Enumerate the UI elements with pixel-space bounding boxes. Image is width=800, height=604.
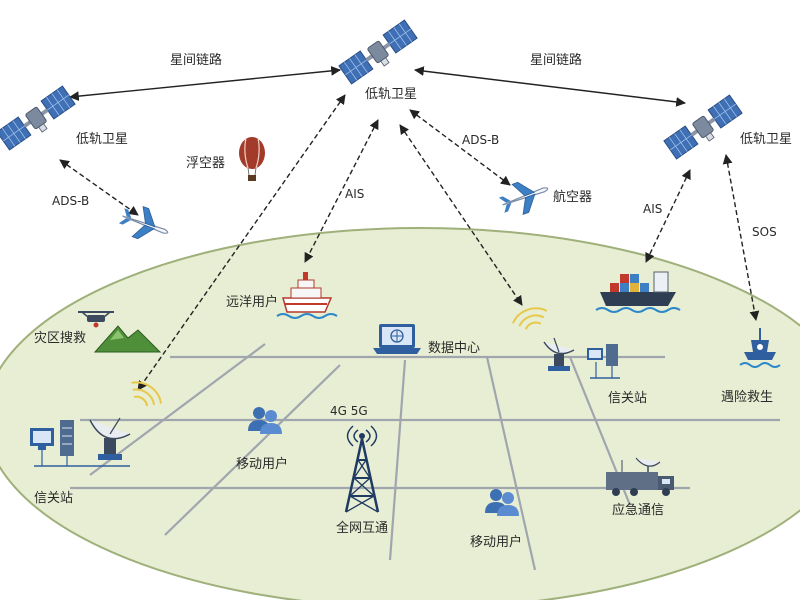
balloon-icon: [239, 137, 265, 181]
sat-gateway-right-link: [399, 124, 523, 306]
disaster-rescue-label: 灾区搜救: [34, 331, 87, 346]
satellite-right-icon: [663, 94, 745, 163]
ais-center-link: [304, 119, 379, 263]
ais-right-link: [645, 169, 691, 263]
network-4g5g-label: 4G 5G: [330, 404, 368, 418]
communication-links: [59, 66, 760, 391]
mobile-user-2-label: 移动用户: [470, 535, 523, 550]
distress-buoy-icon: [739, 328, 781, 368]
ads-b-left-label: ADS-B: [52, 194, 90, 208]
gateway-right-label: 信关站: [608, 391, 648, 406]
data-center-label: 数据中心: [428, 341, 481, 356]
leo-sat-left-label: 低轨卫星: [76, 132, 129, 147]
distress-rescue-label: 遇险救生: [721, 390, 774, 405]
leo-sat-center-label: 低轨卫星: [365, 87, 418, 102]
ais-center-label: AIS: [345, 187, 365, 201]
aircraft-label: 航空器: [553, 190, 593, 205]
aircraft-left-icon: [115, 200, 174, 249]
gateway-left-label: 信关站: [34, 491, 74, 506]
full-network-label: 全网互通: [336, 521, 389, 536]
balloon-label: 浮空器: [186, 156, 226, 171]
satellite-left-icon: [0, 85, 78, 154]
ais-right-label: AIS: [643, 202, 663, 216]
ads-b-right-link: [409, 109, 511, 186]
sos-label: SOS: [752, 225, 777, 239]
inter-sat-link-right-label: 星间链路: [530, 53, 583, 68]
emergency-vehicle-icon: [606, 457, 674, 496]
cargo-ship-icon: [595, 271, 681, 313]
inter-sat-link-left-arrow: [69, 66, 341, 101]
ocean-user-label: 远洋用户: [226, 295, 279, 310]
cell-tower-icon: [344, 425, 380, 513]
gateway-left-icon: [30, 375, 167, 467]
leo-sat-right-label: 低轨卫星: [740, 132, 793, 147]
emergency-comm-label: 应急通信: [612, 503, 665, 518]
sat-gateway-left-link: [137, 94, 346, 391]
aircraft-right-icon: [495, 172, 554, 221]
mobile-user-1-label: 移动用户: [236, 457, 289, 472]
inter-sat-link-right-arrow: [414, 66, 686, 107]
disaster-rescue-icon: [78, 311, 162, 353]
sos-link: [722, 154, 760, 321]
data-center-icon: [373, 324, 421, 354]
inter-sat-link-left-label: 星间链路: [170, 53, 223, 68]
satellite-center-icon: [338, 19, 420, 88]
ads-b-right-label: ADS-B: [462, 133, 500, 147]
gateway-right-icon: [509, 302, 620, 379]
ocean-ship-icon: [276, 272, 338, 319]
